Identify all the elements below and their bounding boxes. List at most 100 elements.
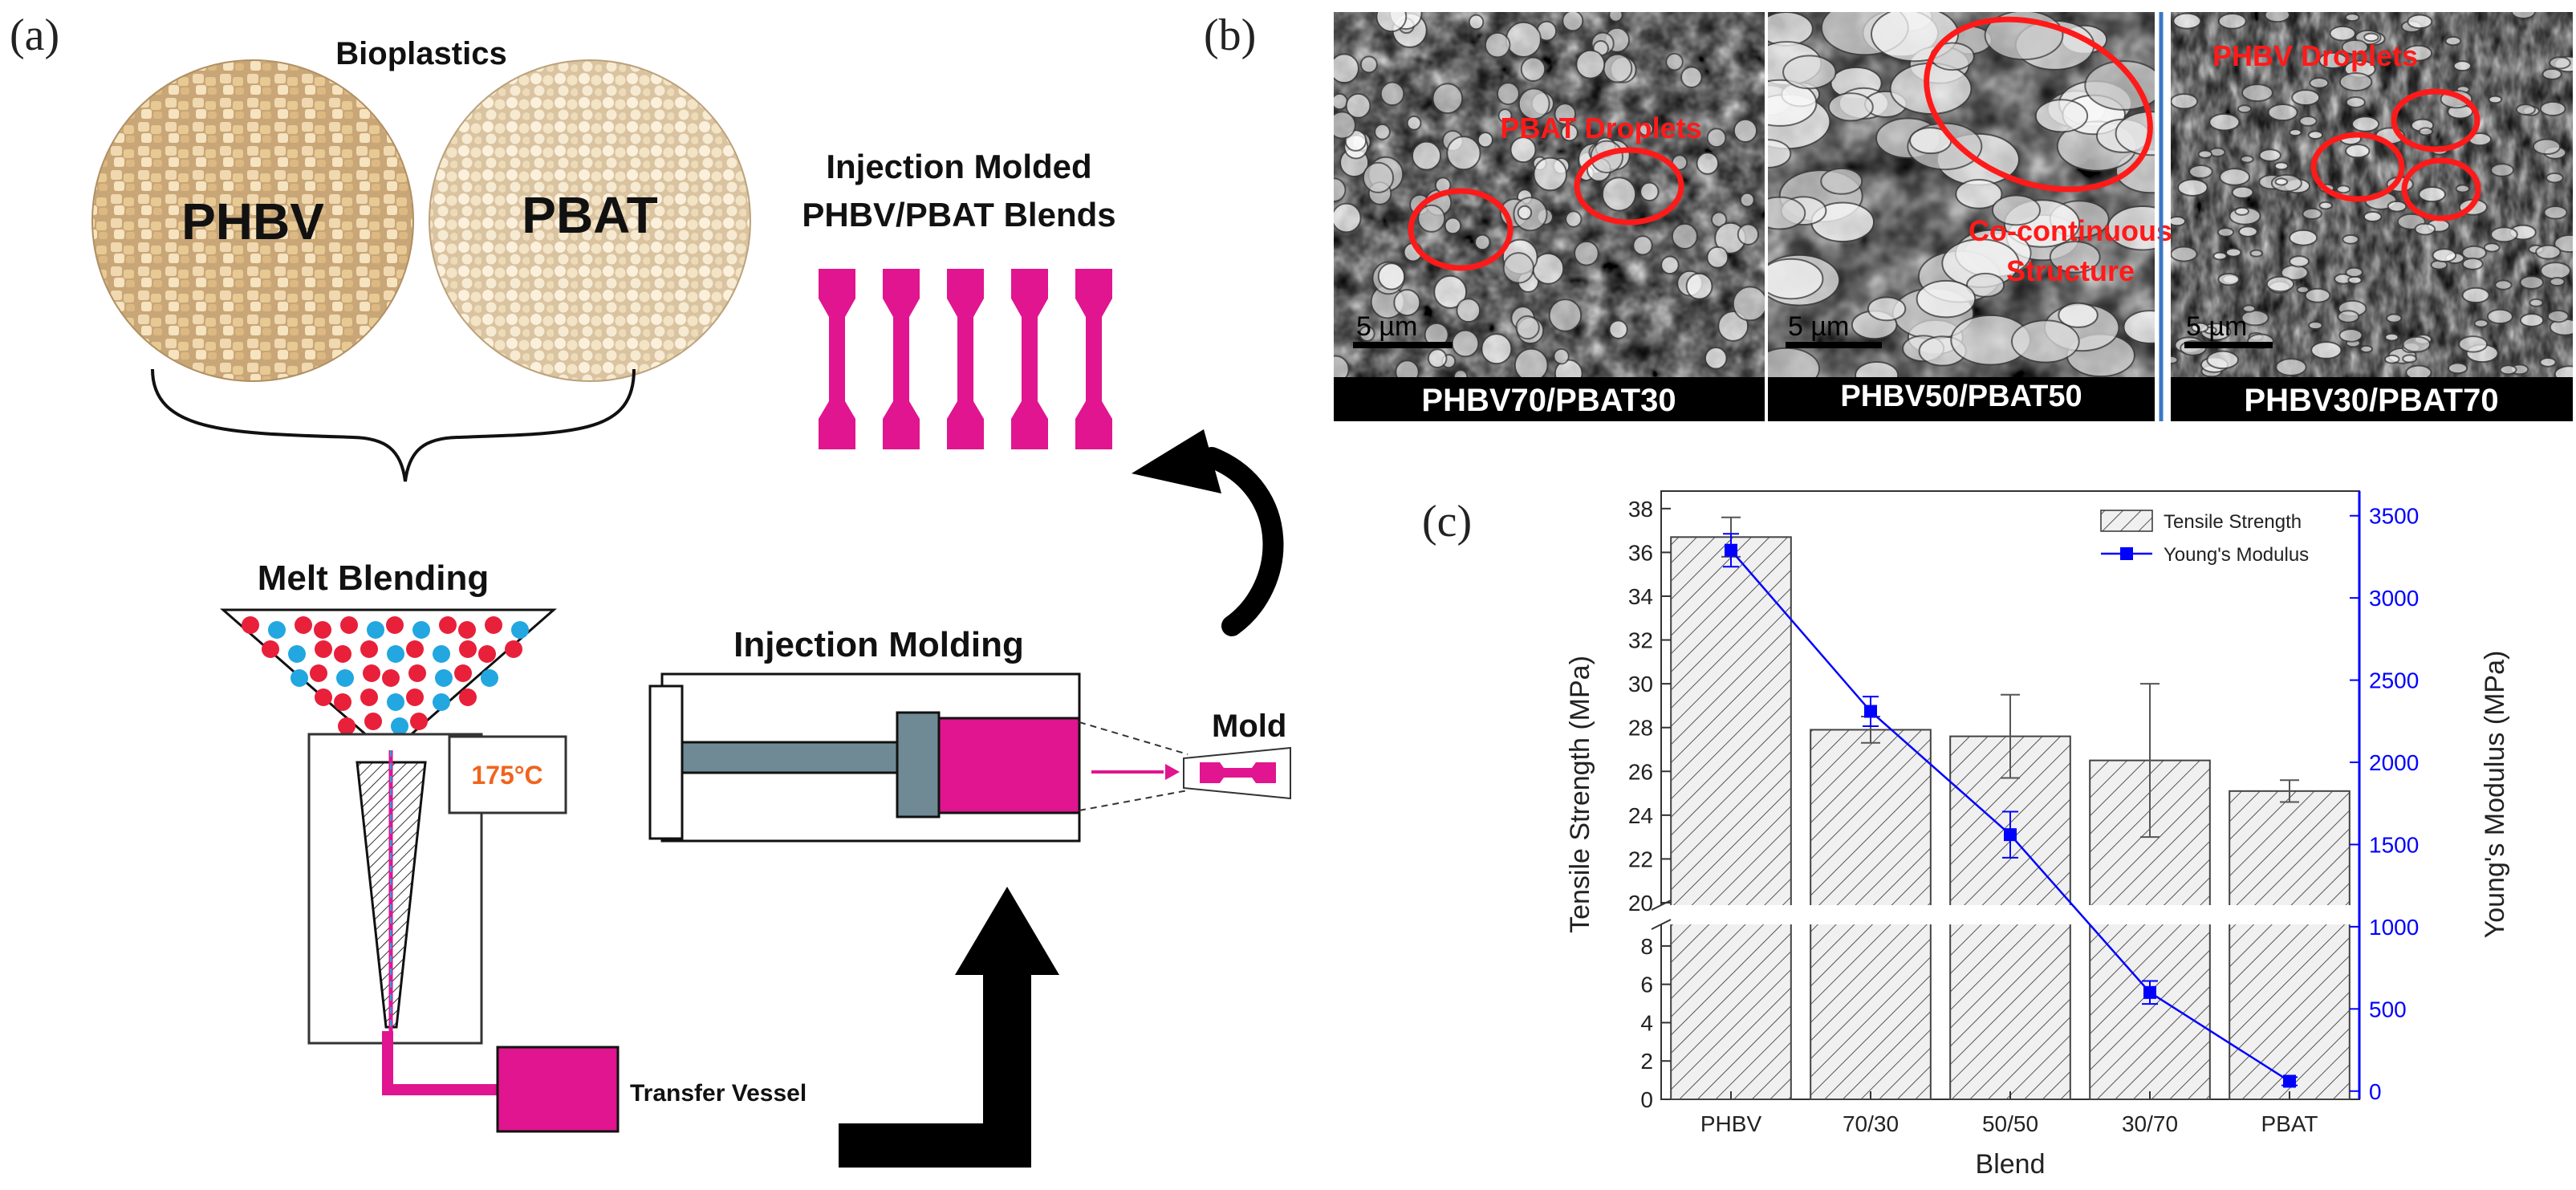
y-tick-label: 34 bbox=[1628, 584, 1653, 609]
transfer-arrow bbox=[839, 887, 1059, 1168]
transfer-pipe bbox=[382, 1031, 498, 1095]
sem-feature bbox=[2447, 362, 2468, 375]
sem-feature bbox=[2384, 332, 2399, 342]
sem-feature bbox=[2461, 257, 2484, 270]
sem-feature bbox=[2363, 32, 2379, 43]
sem-feature bbox=[1768, 139, 1792, 169]
sem-feature bbox=[1433, 274, 1468, 309]
y-tick-label: 8 bbox=[1640, 934, 1653, 959]
sem-feature bbox=[1601, 177, 1637, 212]
modulus-point bbox=[2143, 985, 2156, 999]
pellet-dot bbox=[458, 621, 476, 639]
sem-feature bbox=[1395, 359, 1420, 377]
sem-feature bbox=[1608, 319, 1628, 339]
pellet-dot bbox=[412, 621, 430, 639]
sem-feature bbox=[1451, 329, 1480, 358]
barrel-endcap bbox=[648, 684, 684, 840]
sem-feature bbox=[2289, 229, 2318, 246]
pellet-dot bbox=[382, 669, 400, 687]
pellet-dot bbox=[336, 669, 354, 687]
sem-feature bbox=[2539, 356, 2557, 368]
sem-feature bbox=[2540, 262, 2571, 280]
panel-c: (c) 024682022242628303234363805001000150… bbox=[1422, 490, 2510, 1180]
sem-feature bbox=[2123, 310, 2155, 344]
mold-label: Mold bbox=[1212, 709, 1286, 744]
pellet-dot bbox=[367, 621, 384, 639]
injection-molding-title: Injection Molding bbox=[733, 625, 1024, 664]
pellet-dot bbox=[360, 640, 378, 658]
sem-feature bbox=[1520, 56, 1546, 83]
sem-feature bbox=[2554, 234, 2573, 254]
sem-feature bbox=[2273, 161, 2290, 171]
sem-feature bbox=[1446, 136, 1481, 171]
sem-feature bbox=[2402, 354, 2418, 363]
sem-feature bbox=[2337, 310, 2360, 323]
sem-feature bbox=[1671, 222, 1698, 250]
bioplastics-title: Bioplastics bbox=[335, 36, 506, 71]
sem-feature bbox=[1432, 83, 1464, 115]
y2-axis-label: Young's Modulus (MPa) bbox=[2480, 651, 2510, 939]
axis-break-gap bbox=[1656, 905, 2364, 924]
sem-feature bbox=[1474, 234, 1491, 251]
pellet-dot bbox=[481, 669, 498, 687]
sem-feature bbox=[2345, 144, 2371, 159]
sem-feature bbox=[2241, 304, 2257, 313]
y-tick-label: 0 bbox=[1640, 1087, 1653, 1112]
sem-feature bbox=[1696, 152, 1720, 175]
sem-feature bbox=[2488, 95, 2503, 104]
sem-feature bbox=[2318, 201, 2333, 210]
y-tick-label: 24 bbox=[1628, 803, 1653, 828]
y-tick-label: 36 bbox=[1628, 540, 1653, 565]
pellet-dot bbox=[262, 640, 279, 658]
dogbone-specimen bbox=[883, 269, 920, 449]
sem-feature bbox=[1406, 115, 1422, 131]
pellet-dot bbox=[386, 616, 404, 634]
sem-feature bbox=[2084, 60, 2155, 111]
pellet-dot bbox=[310, 664, 327, 682]
sem-feature bbox=[1334, 177, 1347, 203]
sem-feature bbox=[2546, 310, 2570, 323]
pellet-dot bbox=[485, 616, 502, 634]
x-tick-label: PBAT bbox=[2261, 1111, 2318, 1136]
sem-feature bbox=[1560, 124, 1579, 142]
sem-feature bbox=[2171, 246, 2198, 262]
sem-feature bbox=[2217, 12, 2247, 30]
sem-feature bbox=[1517, 205, 1533, 221]
micrograph-1-caption: PHBV70/PBAT30 bbox=[1421, 383, 1676, 418]
sem-feature bbox=[2483, 242, 2501, 253]
pellet-dot bbox=[360, 688, 378, 706]
sem-feature bbox=[1955, 178, 2003, 209]
sem-feature bbox=[1991, 194, 2042, 226]
y-tick-label: 4 bbox=[1640, 1010, 1653, 1035]
brace bbox=[151, 368, 636, 482]
sem-feature bbox=[2216, 227, 2235, 238]
sem-feature bbox=[2486, 308, 2513, 325]
sem-feature bbox=[2383, 354, 2400, 364]
droplet-circle-1 bbox=[1408, 188, 1514, 271]
sem-feature bbox=[2177, 178, 2208, 197]
sem-feature bbox=[2546, 172, 2564, 184]
sem-feature bbox=[2107, 205, 2155, 251]
pellet-dot bbox=[433, 645, 450, 663]
sem-feature bbox=[2359, 344, 2374, 354]
sem-feature bbox=[1768, 258, 1824, 300]
sem-feature bbox=[1565, 210, 1583, 228]
sem-feature bbox=[2219, 168, 2251, 186]
pellet-dot bbox=[435, 669, 453, 687]
dogbone-specimen bbox=[947, 269, 984, 449]
y2-tick-label: 2000 bbox=[2369, 750, 2419, 775]
y-tick-label: 26 bbox=[1628, 759, 1653, 784]
sem-feature bbox=[1345, 92, 1371, 119]
pellet-dot bbox=[408, 664, 426, 682]
sem-feature bbox=[2532, 138, 2562, 156]
sem-feature bbox=[2237, 225, 2258, 238]
sem-feature bbox=[1359, 55, 1378, 74]
sem-feature bbox=[1768, 12, 1814, 47]
sem-feature bbox=[2308, 320, 2323, 331]
sem-feature bbox=[2307, 130, 2324, 140]
sem-feature bbox=[1497, 108, 1513, 124]
y2-tick-label: 0 bbox=[2369, 1079, 2382, 1104]
return-arrow bbox=[1201, 447, 1284, 636]
sem-feature bbox=[2309, 76, 2330, 89]
